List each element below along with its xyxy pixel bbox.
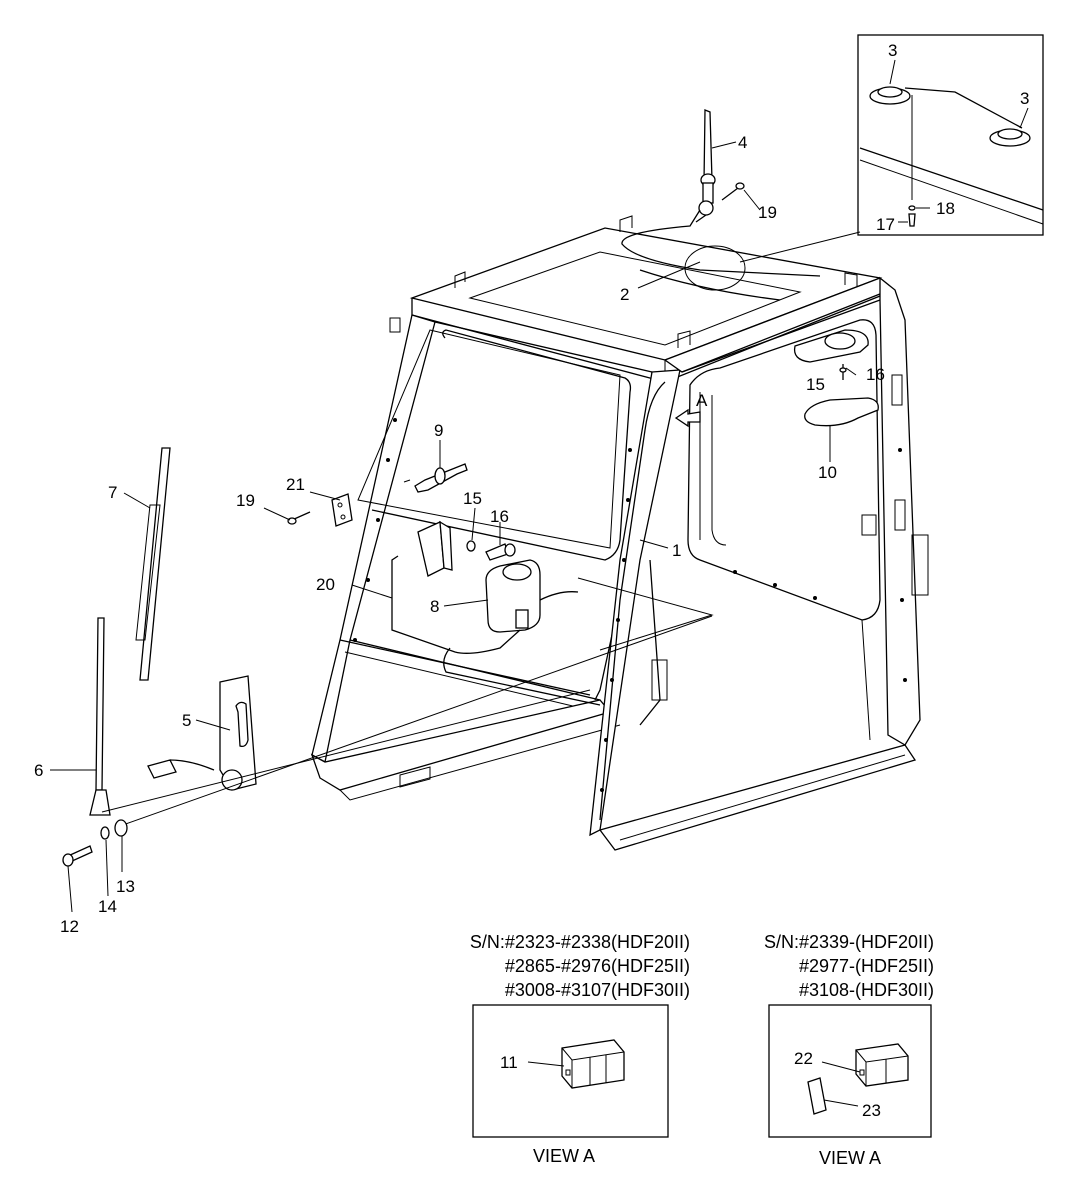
callout-10: 10: [818, 463, 837, 482]
right-view-label: VIEW A: [819, 1148, 881, 1168]
callout-11: 11: [500, 1053, 518, 1072]
callout-23: 23: [862, 1101, 881, 1120]
bolt-19-left: [287, 511, 311, 525]
shaft-line-lower: [119, 615, 713, 827]
switch-knob: [414, 463, 468, 493]
bracket-21: [331, 493, 353, 527]
callout-3b: 3: [1020, 89, 1029, 108]
callout-8: 8: [430, 597, 439, 616]
cab-frame: [310, 215, 929, 851]
left-serial-line-2: #2865-#2976(HDF25II): [505, 956, 690, 976]
right-serial-line-3: #3108-(HDF30II): [799, 980, 934, 1000]
callout-4: 4: [738, 133, 747, 152]
callout-12: 12: [60, 917, 79, 936]
callout-6: 6: [34, 761, 43, 780]
antenna: [695, 109, 716, 223]
callout-3: 3: [888, 41, 897, 60]
callout-numbers: 1 2 3 3 4 5 6 7 8 9 10 11 12 13 14 15 15…: [34, 41, 1029, 1120]
callout-1: 1: [672, 541, 681, 560]
callout-13: 13: [116, 877, 135, 896]
right-serial-line-1: S/N:#2339-(HDF20II): [764, 932, 934, 952]
callout-22: 22: [794, 1049, 813, 1068]
wiper-motor: [147, 675, 257, 791]
label-23: [807, 1077, 859, 1115]
callout-7: 7: [108, 483, 117, 502]
left-serial-line-3: #3008-#3107(HDF30II): [505, 980, 690, 1000]
washer-15: [466, 540, 476, 552]
washer-tank: [485, 559, 579, 633]
callout-5: 5: [182, 711, 191, 730]
washer-14: [100, 826, 110, 840]
left-serial-line-1: S/N:#2323-#2338(HDF20II): [470, 932, 690, 952]
left-view-box: [472, 1004, 669, 1138]
wiper-arm: [89, 617, 111, 816]
left-variant: S/N:#2323-#2338(HDF20II) #2865-#2976(HDF…: [470, 932, 690, 1166]
wiper-blade: [135, 447, 171, 681]
switch-panel-11: [527, 1039, 625, 1089]
callout-18: 18: [936, 199, 955, 218]
callout-19b: 19: [758, 203, 777, 222]
bolt-19-top: [721, 182, 745, 201]
callout-17: 17: [876, 215, 895, 234]
view-arrow: [674, 408, 701, 428]
callout-21: 21: [286, 475, 305, 494]
antenna-cable: [621, 209, 821, 301]
shaft-line-upper: [101, 689, 591, 813]
view-arrow-label: A: [696, 391, 708, 410]
right-variant: S/N:#2339-(HDF20II) #2977-(HDF25II) #310…: [764, 932, 934, 1168]
inset-detail: [857, 34, 1044, 236]
washer-13: [114, 819, 128, 837]
callout-leaders: [50, 141, 861, 913]
callout-14: 14: [98, 897, 117, 916]
callout-15: 15: [463, 489, 482, 508]
callout-16b: 16: [866, 365, 885, 384]
tank-bracket: [417, 520, 453, 577]
bolt-16: [485, 543, 516, 561]
switch-panel-22: [821, 1043, 909, 1087]
left-view-label: VIEW A: [533, 1146, 595, 1166]
speaker-housing: [793, 329, 879, 427]
callout-2: 2: [620, 285, 629, 304]
callout-9: 9: [434, 421, 443, 440]
bolt-12: [62, 845, 93, 867]
callout-20: 20: [316, 575, 335, 594]
callout-19: 19: [236, 491, 255, 510]
callout-15b: 15: [806, 375, 825, 394]
callout-16: 16: [490, 507, 509, 526]
right-view-box: [768, 1004, 932, 1138]
right-serial-line-2: #2977-(HDF25II): [799, 956, 934, 976]
washer-hose: [391, 555, 601, 706]
